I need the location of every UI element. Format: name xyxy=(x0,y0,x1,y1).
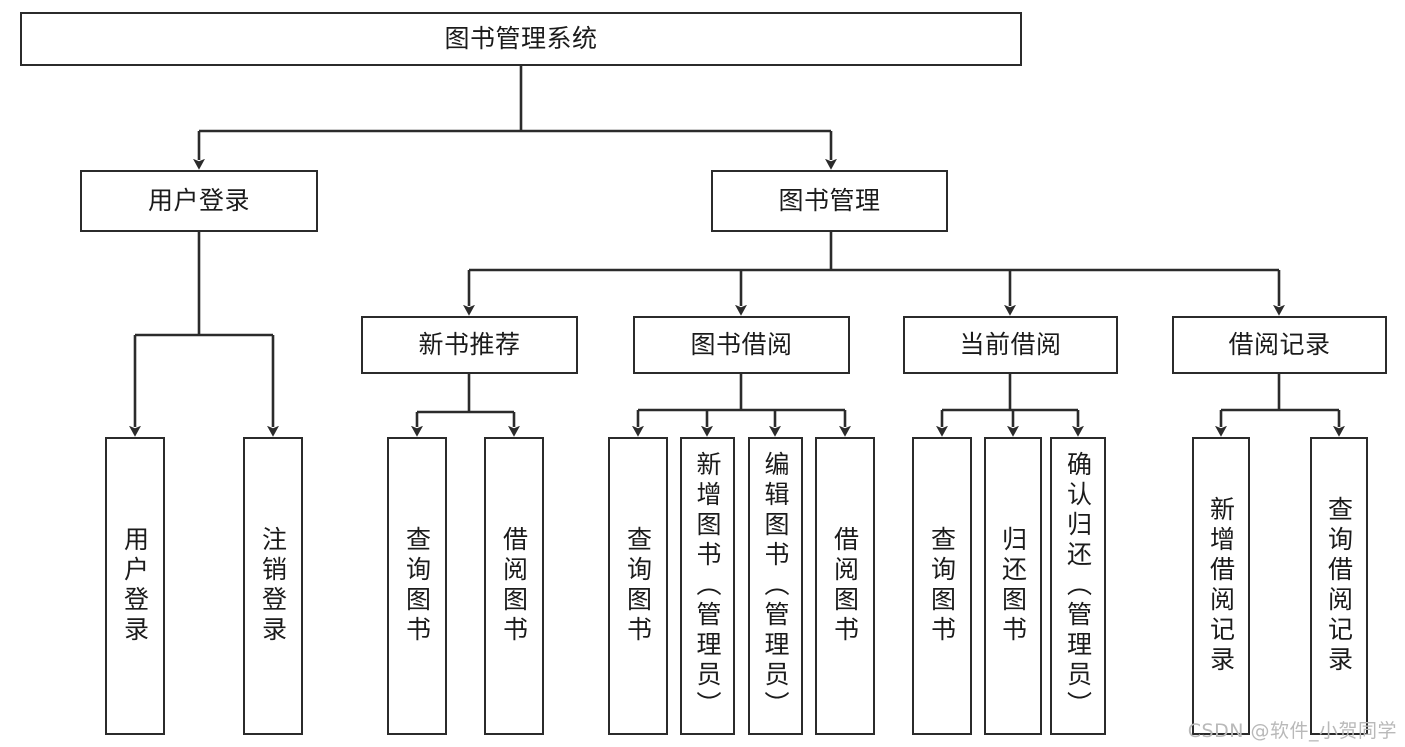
node-leaf-query-borrow-record-label: 查询借阅记录 xyxy=(1324,496,1354,676)
node-book-manage[interactable]: 图书管理 xyxy=(711,170,948,232)
node-leaf-add-borrow-record-label: 新增借阅记录 xyxy=(1206,496,1236,676)
node-current-borrow[interactable]: 当前借阅 xyxy=(903,316,1118,374)
node-leaf-query-book-borrow[interactable]: 查询图书 xyxy=(608,437,668,735)
node-leaf-add-book-admin-label: 新增图书（管理员） xyxy=(693,451,722,721)
node-book-manage-label: 图书管理 xyxy=(778,186,881,216)
node-leaf-user-login-label: 用户登录 xyxy=(120,526,150,646)
node-new-book-recommend[interactable]: 新书推荐 xyxy=(361,316,578,374)
node-leaf-add-book-admin[interactable]: 新增图书（管理员） xyxy=(680,437,735,735)
node-book-borrow[interactable]: 图书借阅 xyxy=(633,316,850,374)
node-leaf-edit-book-admin[interactable]: 编辑图书（管理员） xyxy=(748,437,803,735)
node-user-login[interactable]: 用户登录 xyxy=(80,170,318,232)
node-user-login-label: 用户登录 xyxy=(147,186,250,216)
node-leaf-query-book-rec-label: 查询图书 xyxy=(402,526,432,646)
node-leaf-query-borrow-record[interactable]: 查询借阅记录 xyxy=(1310,437,1368,735)
node-new-book-recommend-label: 新书推荐 xyxy=(418,330,521,360)
node-root[interactable]: 图书管理系统 xyxy=(20,12,1022,66)
node-leaf-return-book-label: 归还图书 xyxy=(998,526,1028,646)
node-leaf-confirm-return-admin-label: 确认归还（管理员） xyxy=(1063,451,1093,721)
node-leaf-confirm-return-admin[interactable]: 确认归还（管理员） xyxy=(1050,437,1106,735)
node-leaf-return-book[interactable]: 归还图书 xyxy=(984,437,1042,735)
node-root-label: 图书管理系统 xyxy=(444,24,598,54)
node-leaf-edit-book-admin-label: 编辑图书（管理员） xyxy=(761,451,790,721)
node-leaf-borrow-book-rec-label: 借阅图书 xyxy=(499,526,529,646)
node-book-borrow-label: 图书借阅 xyxy=(690,330,793,360)
node-leaf-query-book-cur-label: 查询图书 xyxy=(927,526,957,646)
node-leaf-add-borrow-record[interactable]: 新增借阅记录 xyxy=(1192,437,1250,735)
node-leaf-query-book-borrow-label: 查询图书 xyxy=(623,526,653,646)
node-borrow-record-label: 借阅记录 xyxy=(1228,330,1331,360)
node-leaf-borrow-book[interactable]: 借阅图书 xyxy=(815,437,875,735)
node-leaf-query-book-rec[interactable]: 查询图书 xyxy=(387,437,447,735)
node-leaf-borrow-book-rec[interactable]: 借阅图书 xyxy=(484,437,544,735)
node-leaf-user-login[interactable]: 用户登录 xyxy=(105,437,165,735)
node-leaf-query-book-cur[interactable]: 查询图书 xyxy=(912,437,972,735)
node-leaf-logout-login[interactable]: 注销登录 xyxy=(243,437,303,735)
node-leaf-logout-login-label: 注销登录 xyxy=(258,526,288,646)
node-leaf-borrow-book-label: 借阅图书 xyxy=(830,526,860,646)
csdn-watermark: CSDN @软件_小贺同学 xyxy=(1187,720,1397,742)
node-borrow-record[interactable]: 借阅记录 xyxy=(1172,316,1387,374)
node-current-borrow-label: 当前借阅 xyxy=(959,330,1062,360)
